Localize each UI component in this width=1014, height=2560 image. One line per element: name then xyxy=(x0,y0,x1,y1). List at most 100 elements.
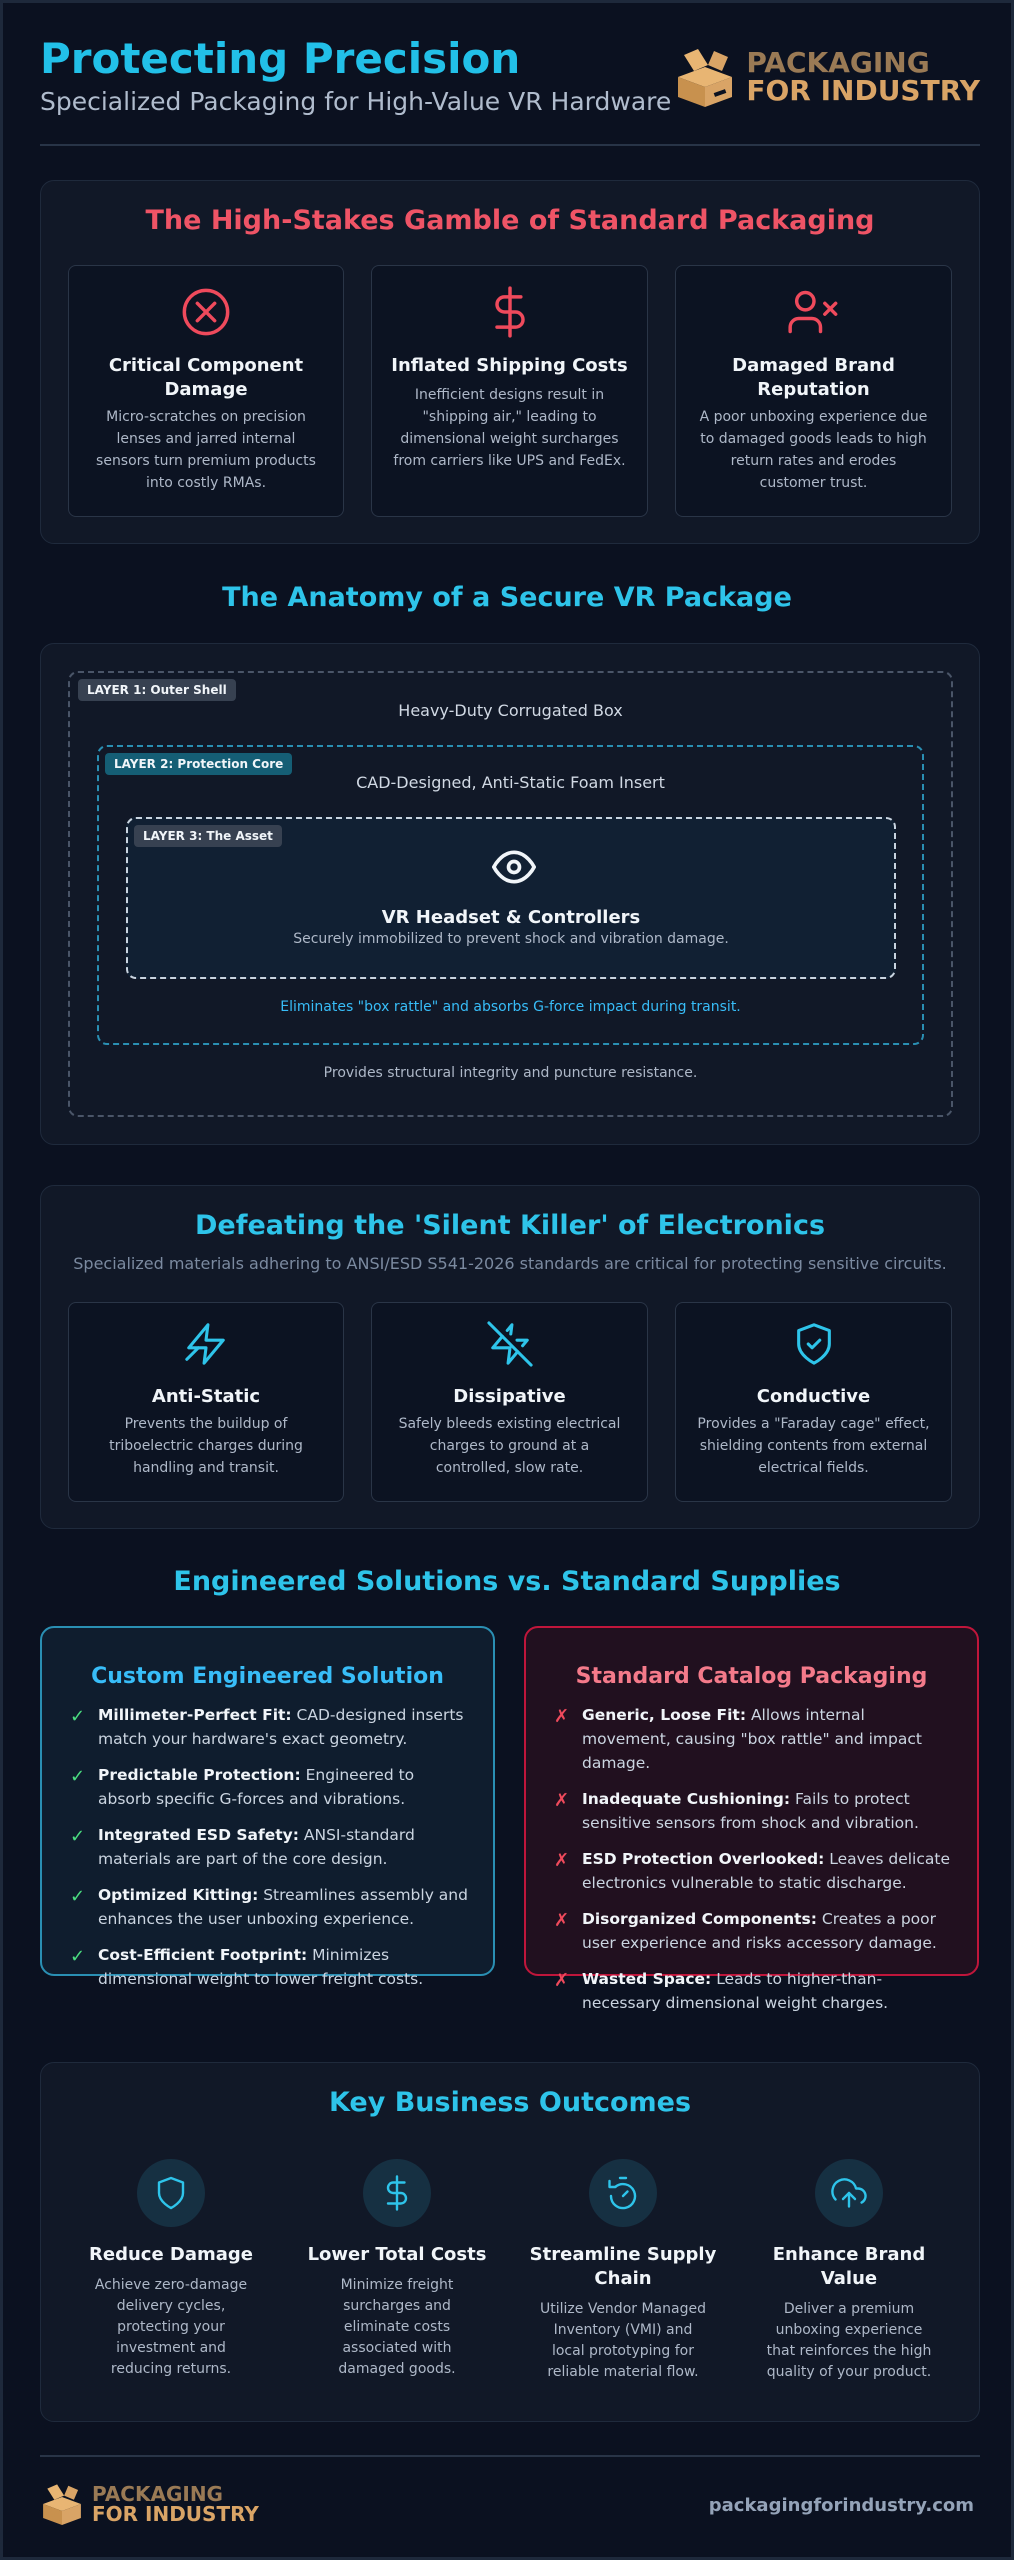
stakes-panel: The High-Stakes Gamble of Standard Packa… xyxy=(40,180,980,544)
outcome-title: Streamline Supply Chain xyxy=(529,2244,717,2289)
icon-circle xyxy=(589,2159,657,2227)
custom-solution-list: ✓Millimeter-Perfect Fit: CAD-designed in… xyxy=(70,1703,469,2003)
zap-icon xyxy=(185,1323,225,1365)
layer3-tag: LAYER 3: The Asset xyxy=(134,825,282,847)
header: Protecting Precision Specialized Packagi… xyxy=(40,33,980,123)
cross-icon: ✗ xyxy=(554,1910,570,1931)
outcome-description: Minimize freight surcharges and eliminat… xyxy=(338,2277,456,2377)
page-title: Protecting Precision xyxy=(40,34,521,83)
outcome-title: Lower Total Costs xyxy=(307,2244,487,2265)
list-item: ✗Inadequate Cushioning: Fails to protect… xyxy=(554,1790,919,1832)
logo-text: PACKAGING FOR INDUSTRY xyxy=(92,2482,259,2526)
outcome-description: Achieve zero-damage delivery cycles, pro… xyxy=(94,2277,248,2377)
footer-divider xyxy=(40,2455,980,2457)
card-title: Inflated Shipping Costs xyxy=(391,355,628,376)
stakes-card-reputation: Damaged Brand Reputation A poor unboxing… xyxy=(675,265,952,517)
layer3-name: VR Headset & Controllers xyxy=(381,907,641,928)
card-title: Critical Component Damage xyxy=(108,355,304,400)
custom-solution-card: Custom Engineered Solution ✓Millimeter-P… xyxy=(40,1626,495,1988)
card-description: Safely bleeds existing electrical charge… xyxy=(398,1416,621,1476)
box-logo-icon xyxy=(43,2484,81,2525)
icon-circle xyxy=(363,2159,431,2227)
card-description: A poor unboxing experience due to damage… xyxy=(699,409,928,491)
layer-outer-shell: LAYER 1: Outer Shell Heavy-Duty Corrugat… xyxy=(68,671,953,1117)
anatomy-title: The Anatomy of a Secure VR Package xyxy=(222,582,792,613)
layer-protection-core: LAYER 2: Protection Core CAD-Designed, A… xyxy=(97,745,924,1045)
esd-card-anti-static: Anti-Static Prevents the buildup of trib… xyxy=(68,1302,344,1502)
cross-icon: ✗ xyxy=(554,1790,570,1811)
outcomes-title: Key Business Outcomes xyxy=(328,2087,692,2118)
card-description: Micro-scratches on precision lenses and … xyxy=(96,409,316,491)
list-item: ✗Disorganized Components: Creates a poor… xyxy=(554,1910,937,1952)
layer-asset: LAYER 3: The Asset VR Headset & Controll… xyxy=(126,817,896,979)
standard-packaging-card: Standard Catalog Packaging ✗Generic, Loo… xyxy=(524,1626,979,2012)
layer2-name: CAD-Designed, Anti-Static Foam Insert xyxy=(356,773,665,792)
list-item: ✓Optimized Kitting: Streamlines assembly… xyxy=(70,1886,468,1928)
zap-off-icon xyxy=(486,1321,533,1367)
dollar-sign-icon xyxy=(386,2175,408,2211)
esd-panel: Defeating the 'Silent Killer' of Electro… xyxy=(40,1185,980,1529)
box-logo-icon xyxy=(678,49,733,107)
card-title: Anti-Static xyxy=(151,1386,261,1407)
stakes-title: The High-Stakes Gamble of Standard Packa… xyxy=(145,205,875,236)
outcome-description: Deliver a premium unboxing experience th… xyxy=(766,2301,932,2380)
layer3-note: Securely immobilized to prevent shock an… xyxy=(293,931,729,947)
shield-check-icon xyxy=(796,1323,831,1365)
eye-icon xyxy=(492,850,536,884)
x-circle-icon xyxy=(182,288,230,336)
list-item: ✓Predictable Protection: Engineered to a… xyxy=(70,1766,415,1808)
esd-subtitle: Specialized materials adhering to ANSI/E… xyxy=(73,1254,947,1273)
footer-website-link[interactable]: packagingforindustry.com xyxy=(708,2495,974,2516)
logo-text: PACKAGING FOR INDUSTRY xyxy=(746,46,980,107)
esd-title: Defeating the 'Silent Killer' of Electro… xyxy=(194,1210,826,1241)
layer2-tag: LAYER 2: Protection Core xyxy=(105,753,293,775)
cloud-upload-icon xyxy=(831,2178,867,2208)
list-item: ✗ESD Protection Overlooked: Leaves delic… xyxy=(554,1850,950,1892)
divider xyxy=(40,144,980,146)
user-x-icon xyxy=(787,290,837,334)
esd-card-conductive: Conductive Provides a "Faraday cage" eff… xyxy=(675,1302,952,1502)
check-icon: ✓ xyxy=(70,1706,86,1727)
layer2-note: Eliminates "box rattle" and absorbs G-fo… xyxy=(280,999,741,1015)
comparison-title: Engineered Solutions vs. Standard Suppli… xyxy=(173,1566,841,1597)
stakes-card-costs: Inflated Shipping Costs Inefficient desi… xyxy=(371,265,648,517)
check-icon: ✓ xyxy=(70,1946,86,1967)
outcome-description: Utilize Vendor Managed Inventory (VMI) a… xyxy=(540,2301,706,2380)
list-item: ✓Cost-Efficient Footprint: Minimizes dim… xyxy=(70,1946,424,1988)
list-item: ✗Wasted Space: Leads to higher-than-nece… xyxy=(554,1970,889,2012)
list-item: ✗Generic, Loose Fit: Allows internal mov… xyxy=(554,1706,922,1772)
standard-packaging-list: ✗Generic, Loose Fit: Allows internal mov… xyxy=(554,1703,953,2027)
outcome-title: Reduce Damage xyxy=(89,2244,253,2265)
dollar-sign-icon xyxy=(494,286,525,338)
layer1-note: Provides structural integrity and punctu… xyxy=(323,1065,698,1081)
list-item: ✓Millimeter-Perfect Fit: CAD-designed in… xyxy=(70,1706,464,1748)
card-description: Inefficient designs result in "shipping … xyxy=(393,387,626,469)
outcome-title: Enhance Brand Value xyxy=(772,2244,926,2289)
list-item: ✓Integrated ESD Safety: ANSI-standard ma… xyxy=(70,1826,415,1868)
layer1-tag: LAYER 1: Outer Shell xyxy=(78,679,236,701)
shield-icon xyxy=(157,2176,185,2210)
check-icon: ✓ xyxy=(70,1766,86,1787)
card-description: Prevents the buildup of triboelectric ch… xyxy=(109,1416,303,1476)
outcomes-panel: Key Business Outcomes Reduce Damage Achi… xyxy=(40,2062,980,2422)
timer-icon xyxy=(608,2176,637,2210)
layer1-name: Heavy-Duty Corrugated Box xyxy=(398,701,623,720)
card-description: Provides a "Faraday cage" effect, shield… xyxy=(697,1416,930,1476)
card-title: Conductive xyxy=(756,1386,871,1407)
outcome-reduce-damage: Reduce Damage Achieve zero-damage delive… xyxy=(68,2159,274,2380)
outcome-lower-costs: Lower Total Costs Minimize freight surch… xyxy=(294,2159,500,2380)
icon-circle xyxy=(137,2159,205,2227)
custom-solution-title: Custom Engineered Solution xyxy=(91,1664,444,1689)
page-subtitle: Specialized Packaging for High-Value VR … xyxy=(40,87,672,116)
check-icon: ✓ xyxy=(70,1886,86,1907)
cross-icon: ✗ xyxy=(554,1706,570,1727)
icon-circle xyxy=(815,2159,883,2227)
footer-logo[interactable]: PACKAGING FOR INDUSTRY xyxy=(40,2483,259,2525)
header-logo[interactable]: PACKAGING FOR INDUSTRY xyxy=(674,47,980,107)
standard-packaging-title: Standard Catalog Packaging xyxy=(575,1664,928,1689)
card-title: Damaged Brand Reputation xyxy=(732,355,895,400)
check-icon: ✓ xyxy=(70,1826,86,1847)
outcome-brand-value: Enhance Brand Value Deliver a premium un… xyxy=(746,2159,952,2383)
card-title: Dissipative xyxy=(453,1386,566,1407)
